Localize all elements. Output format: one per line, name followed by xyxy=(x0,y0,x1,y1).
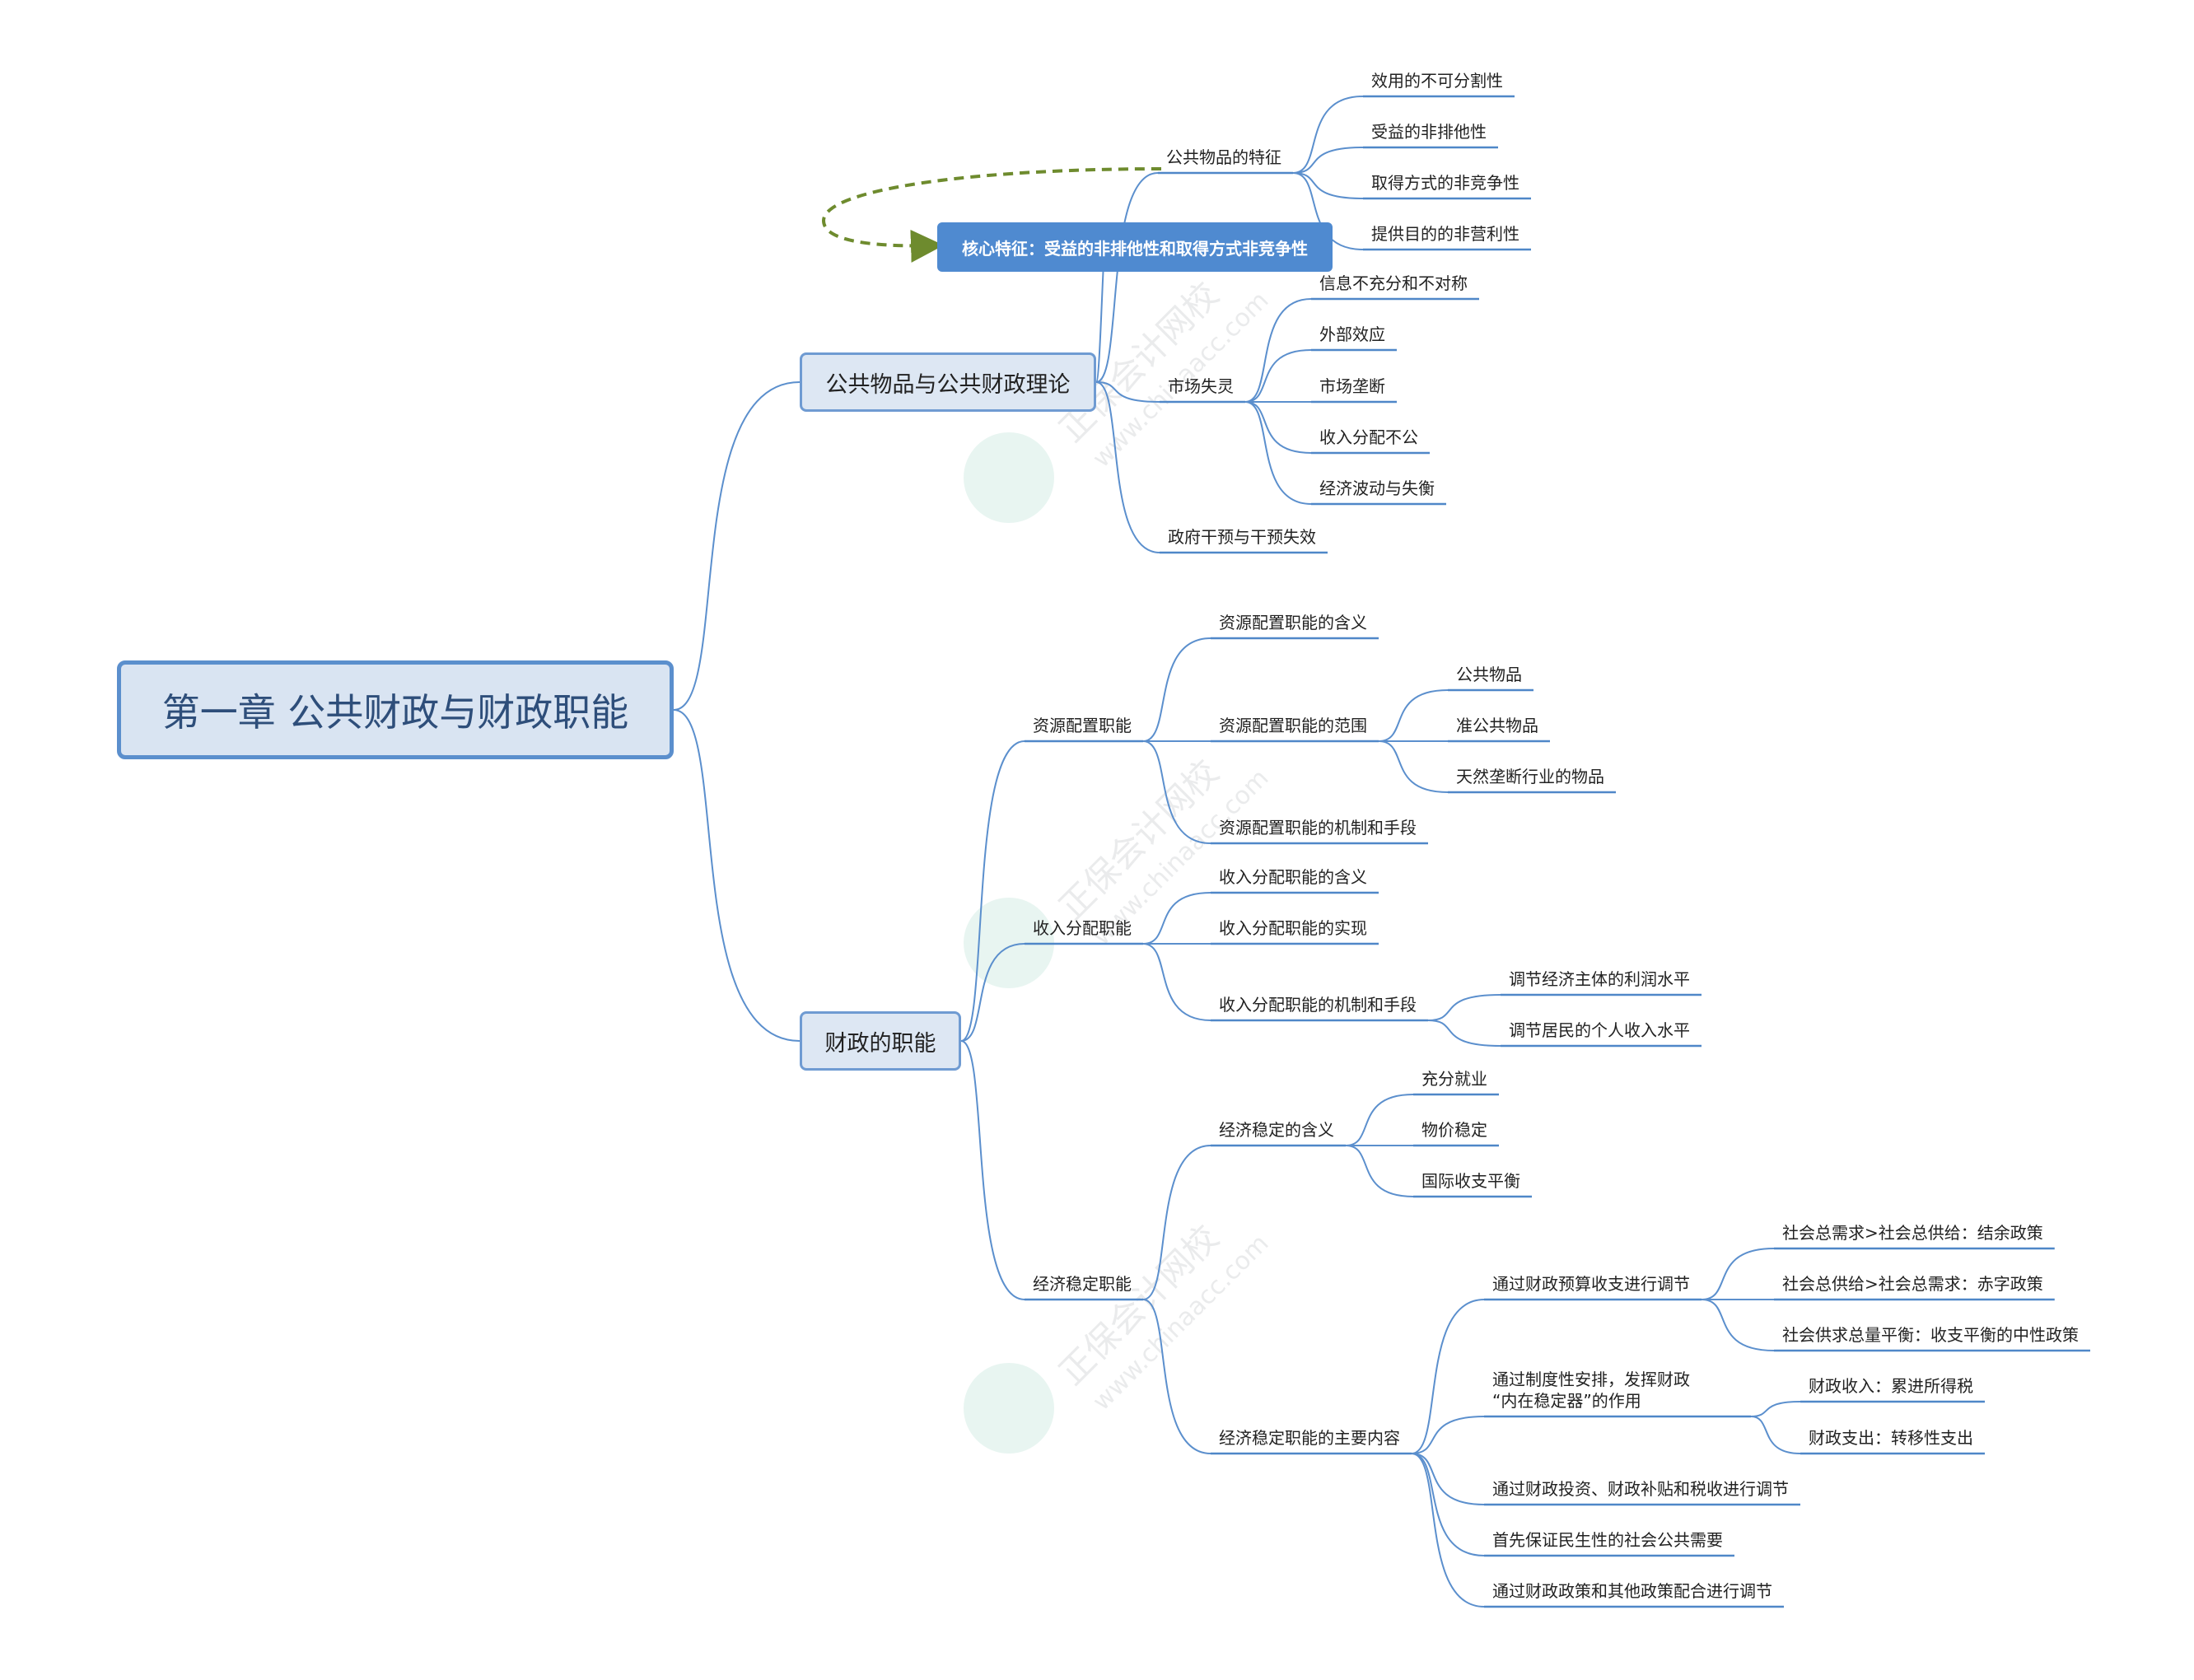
topic-node-sl3[interactable]: 市场垄断 xyxy=(1319,376,1385,396)
topic-node-zd1[interactable]: 财政收入：累进所得税 xyxy=(1809,1376,1973,1396)
topic-node-tz1[interactable]: 效用的不可分割性 xyxy=(1371,71,1503,91)
connector-sr3-sj2 xyxy=(1427,1020,1501,1047)
topic-node-zy3[interactable]: 资源配置职能的机制和手段 xyxy=(1219,818,1417,838)
topic-node-hy1[interactable]: 充分就业 xyxy=(1421,1069,1487,1089)
topic-node-scsl[interactable]: 市场失灵 xyxy=(1168,376,1234,396)
connector-wd2-nr2 xyxy=(1411,1416,1485,1454)
topic-node-jjwd[interactable]: 经济稳定职能 xyxy=(1033,1274,1132,1294)
topic-node-sl2[interactable]: 外部效应 xyxy=(1319,324,1385,344)
topic-node-fw3[interactable]: 天然垄断行业的物品 xyxy=(1456,767,1604,786)
topic-node-zy2[interactable]: 资源配置职能的范围 xyxy=(1219,716,1367,735)
topic-node-zfgy[interactable]: 政府干预与干预失效 xyxy=(1168,527,1316,547)
topic-node-zd2[interactable]: 财政支出：转移性支出 xyxy=(1809,1428,1973,1448)
topic-node-tz4[interactable]: 提供目的的非营利性 xyxy=(1371,224,1519,244)
connector-m2-jjwd xyxy=(960,1040,1025,1300)
connector-scsl-sl4 xyxy=(1244,401,1312,454)
main-node-label: 财政的职能 xyxy=(824,1030,936,1057)
connector-gw_tz-tz3 xyxy=(1292,172,1364,199)
topic-node-gw_tz[interactable]: 公共物品的特征 xyxy=(1166,147,1281,167)
connector-wd1-hy3 xyxy=(1345,1145,1414,1197)
topic-node-sj1[interactable]: 调节经济主体的利润水平 xyxy=(1509,969,1690,989)
topic-node-hy2[interactable]: 物价稳定 xyxy=(1421,1120,1487,1140)
connector-wd2-nr5 xyxy=(1411,1453,1485,1608)
connector-zy2-fw1 xyxy=(1378,689,1449,742)
topic-node-sr2[interactable]: 收入分配职能的实现 xyxy=(1219,918,1367,938)
connector-jjwd-wd2 xyxy=(1142,1299,1211,1454)
connector-scsl-sl1 xyxy=(1244,298,1312,403)
connector-wd2-nr3 xyxy=(1411,1453,1485,1505)
root-label: 第一章 公共财政与财政职能 xyxy=(161,690,629,735)
callout-label: 核心特征：受益的非排他性和取得方式非竞争性 xyxy=(962,238,1308,259)
connector-m1-zfgy xyxy=(1095,381,1160,553)
main-node-public-goods-theory[interactable]: 公共物品与公共财政理论 xyxy=(800,352,1096,412)
connector-root-to-branch xyxy=(673,709,801,1042)
connector-jjwd-wd1 xyxy=(1142,1145,1211,1300)
core-feature-callout[interactable]: 核心特征：受益的非排他性和取得方式非竞争性 xyxy=(937,222,1333,272)
connector-gw_tz-tz1 xyxy=(1292,96,1364,174)
connector-srfp-sr3 xyxy=(1142,943,1211,1021)
connector-scsl-sl2 xyxy=(1244,349,1312,403)
topic-node-sj2[interactable]: 调节居民的个人收入水平 xyxy=(1509,1020,1690,1040)
topic-node-nr5[interactable]: 通过财政政策和其他政策配合进行调节 xyxy=(1492,1581,1772,1601)
topic-node-wd1[interactable]: 经济稳定的含义 xyxy=(1219,1120,1334,1140)
connector-wd1-hy1 xyxy=(1345,1094,1414,1146)
topic-node-ys1[interactable]: 社会总需求>社会总供给：结余政策 xyxy=(1782,1223,2043,1243)
connector-wd2-nr1 xyxy=(1411,1299,1485,1454)
connector-m2-zypz xyxy=(960,740,1025,1042)
topic-node-fw2[interactable]: 准公共物品 xyxy=(1456,716,1538,735)
topic-node-sr1[interactable]: 收入分配职能的含义 xyxy=(1219,867,1367,887)
connector-scsl-sl5 xyxy=(1244,401,1312,505)
connector-gw_tz-tz4 xyxy=(1292,172,1364,250)
root-node[interactable]: 第一章 公共财政与财政职能 xyxy=(117,660,674,759)
callout-relationship-arrow xyxy=(821,167,1162,263)
main-node-label: 公共物品与公共财政理论 xyxy=(825,371,1071,398)
connector-nr1-ys3 xyxy=(1701,1299,1775,1351)
connector-zy2-fw3 xyxy=(1378,740,1449,793)
connector-nr1-ys1 xyxy=(1701,1248,1775,1300)
topic-node-ys3[interactable]: 社会供求总量平衡：收支平衡的中性政策 xyxy=(1782,1325,2079,1345)
connector-gw_tz-tz2 xyxy=(1292,147,1364,174)
topic-node-sr3[interactable]: 收入分配职能的机制和手段 xyxy=(1219,995,1417,1015)
connector-srfp-sr1 xyxy=(1142,892,1211,945)
topic-node-tz2[interactable]: 受益的非排他性 xyxy=(1371,122,1487,142)
topic-node-nr4[interactable]: 首先保证民生性的社会公共需要 xyxy=(1492,1530,1723,1550)
topic-node-wd2[interactable]: 经济稳定职能的主要内容 xyxy=(1219,1428,1400,1448)
connector-sr3-sj1 xyxy=(1427,994,1501,1021)
connector-m1-scsl xyxy=(1095,381,1160,403)
connector-zypz-zy1 xyxy=(1142,637,1211,742)
topic-node-tz3[interactable]: 取得方式的非竞争性 xyxy=(1371,173,1519,193)
topic-node-nr2[interactable]: 通过制度性安排，发挥财政 “内在稳定器”的作用 xyxy=(1492,1370,1690,1411)
connector-zypz-zy3 xyxy=(1142,740,1211,844)
topic-node-nr3[interactable]: 通过财政投资、财政补贴和税收进行调节 xyxy=(1492,1479,1789,1499)
connector-nr2-zd1 xyxy=(1750,1401,1801,1417)
topic-node-zypz[interactable]: 资源配置职能 xyxy=(1033,716,1132,735)
connector-m2-srfp xyxy=(960,943,1025,1042)
connector-m1-gw_tz xyxy=(1095,172,1159,383)
main-node-fiscal-functions[interactable]: 财政的职能 xyxy=(800,1011,961,1071)
connector-root-to-branch xyxy=(673,381,801,711)
topic-node-sl1[interactable]: 信息不充分和不对称 xyxy=(1319,273,1468,293)
topic-node-sl5[interactable]: 经济波动与失衡 xyxy=(1319,478,1435,498)
topic-node-nr1[interactable]: 通过财政预算收支进行调节 xyxy=(1492,1274,1690,1294)
topic-node-fw1[interactable]: 公共物品 xyxy=(1456,665,1522,684)
topic-node-srfp[interactable]: 收入分配职能 xyxy=(1033,918,1132,938)
connector-nr2-zd2 xyxy=(1750,1416,1801,1454)
topic-node-sl4[interactable]: 收入分配不公 xyxy=(1319,427,1418,447)
topic-node-hy3[interactable]: 国际收支平衡 xyxy=(1421,1171,1520,1191)
topic-node-zy1[interactable]: 资源配置职能的含义 xyxy=(1219,613,1367,632)
topic-node-ys2[interactable]: 社会总供给>社会总需求：赤字政策 xyxy=(1782,1274,2043,1294)
connector-wd2-nr4 xyxy=(1411,1453,1485,1556)
